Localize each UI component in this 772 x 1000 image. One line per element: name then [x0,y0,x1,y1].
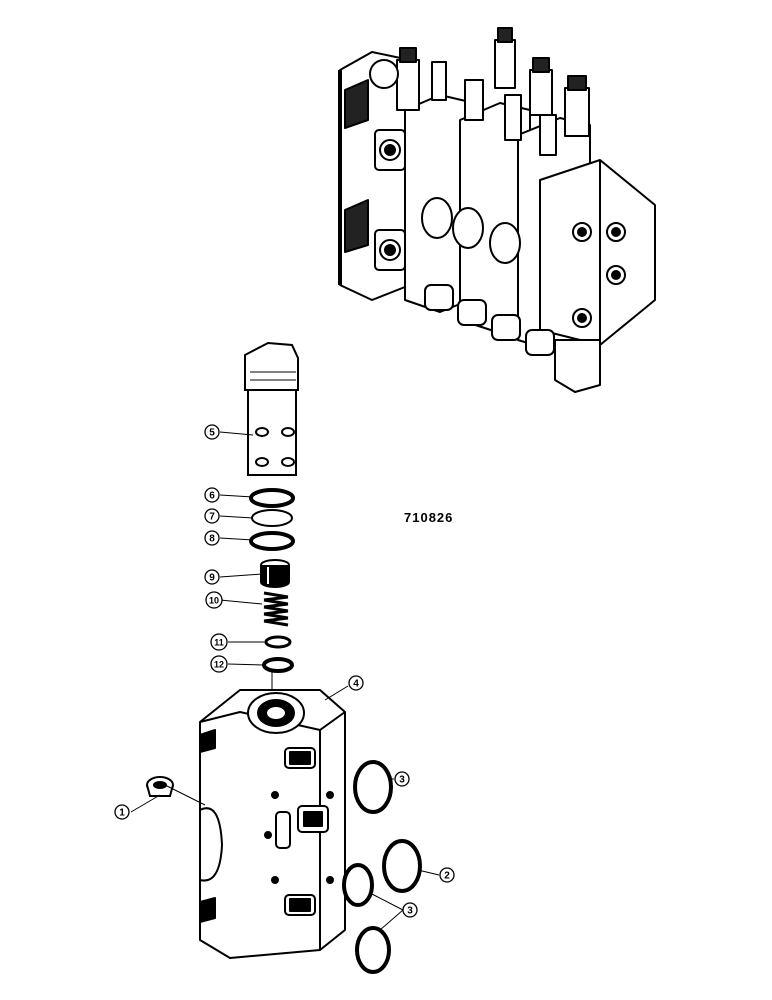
callout-bubbles [114,424,455,918]
callout-10-label: 10 [209,596,219,606]
callout-3a-label: 3 [399,775,405,786]
callout-2-label: 2 [444,871,450,882]
part-3-o-ring-upper [353,760,393,814]
callout-9-bubble [204,569,220,585]
part-8-o-ring [249,531,295,551]
callout-5-label: 5 [209,428,215,439]
callout-3b-bubble [402,902,418,918]
callout-labels: 5 6 7 8 9 10 11 12 4 1 3 2 3 [119,428,450,917]
callout-10-bubble [205,591,223,609]
callout-3b-label: 3 [407,906,413,917]
seal-rings [249,488,295,551]
part-10-spring [263,591,289,627]
callout-1-bubble [114,804,130,820]
callout-12-bubble [210,655,228,673]
callout-3a-bubble [394,771,410,787]
part-11-washer [264,635,292,649]
callout-1-label: 1 [119,808,125,819]
callout-4-label: 4 [353,679,359,690]
part-6-o-ring [249,488,295,508]
washers [262,635,294,673]
part-7-backup-ring [251,509,293,527]
drawing-number: 710826 [404,510,454,525]
callout-7-label: 7 [209,512,215,523]
part-9-poppet [260,559,290,588]
part-5-plug-body [244,341,299,476]
part-3-o-ring-lower [355,926,391,974]
callout-6-bubble [204,487,220,503]
part-2-o-ring [382,839,422,893]
callout-8-label: 8 [209,534,215,545]
part-4-valve-section [199,689,346,959]
leader-lines [130,431,440,931]
part-12-shim [262,657,294,673]
callout-7-bubble [204,508,220,524]
part-3-o-ring-middle [342,863,374,907]
callout-9-label: 9 [209,573,215,584]
assembled-control-valve [338,27,656,393]
callout-5-bubble [204,424,220,440]
callout-12-label: 12 [214,660,224,670]
part-1-plug [146,776,174,797]
callout-11-label: 11 [214,638,224,648]
callout-2-bubble [439,867,455,883]
callout-4-bubble [348,675,364,691]
callout-11-bubble [210,633,228,651]
callout-6-label: 6 [209,491,215,502]
callout-8-bubble [204,530,220,546]
loose-o-rings [342,760,422,974]
